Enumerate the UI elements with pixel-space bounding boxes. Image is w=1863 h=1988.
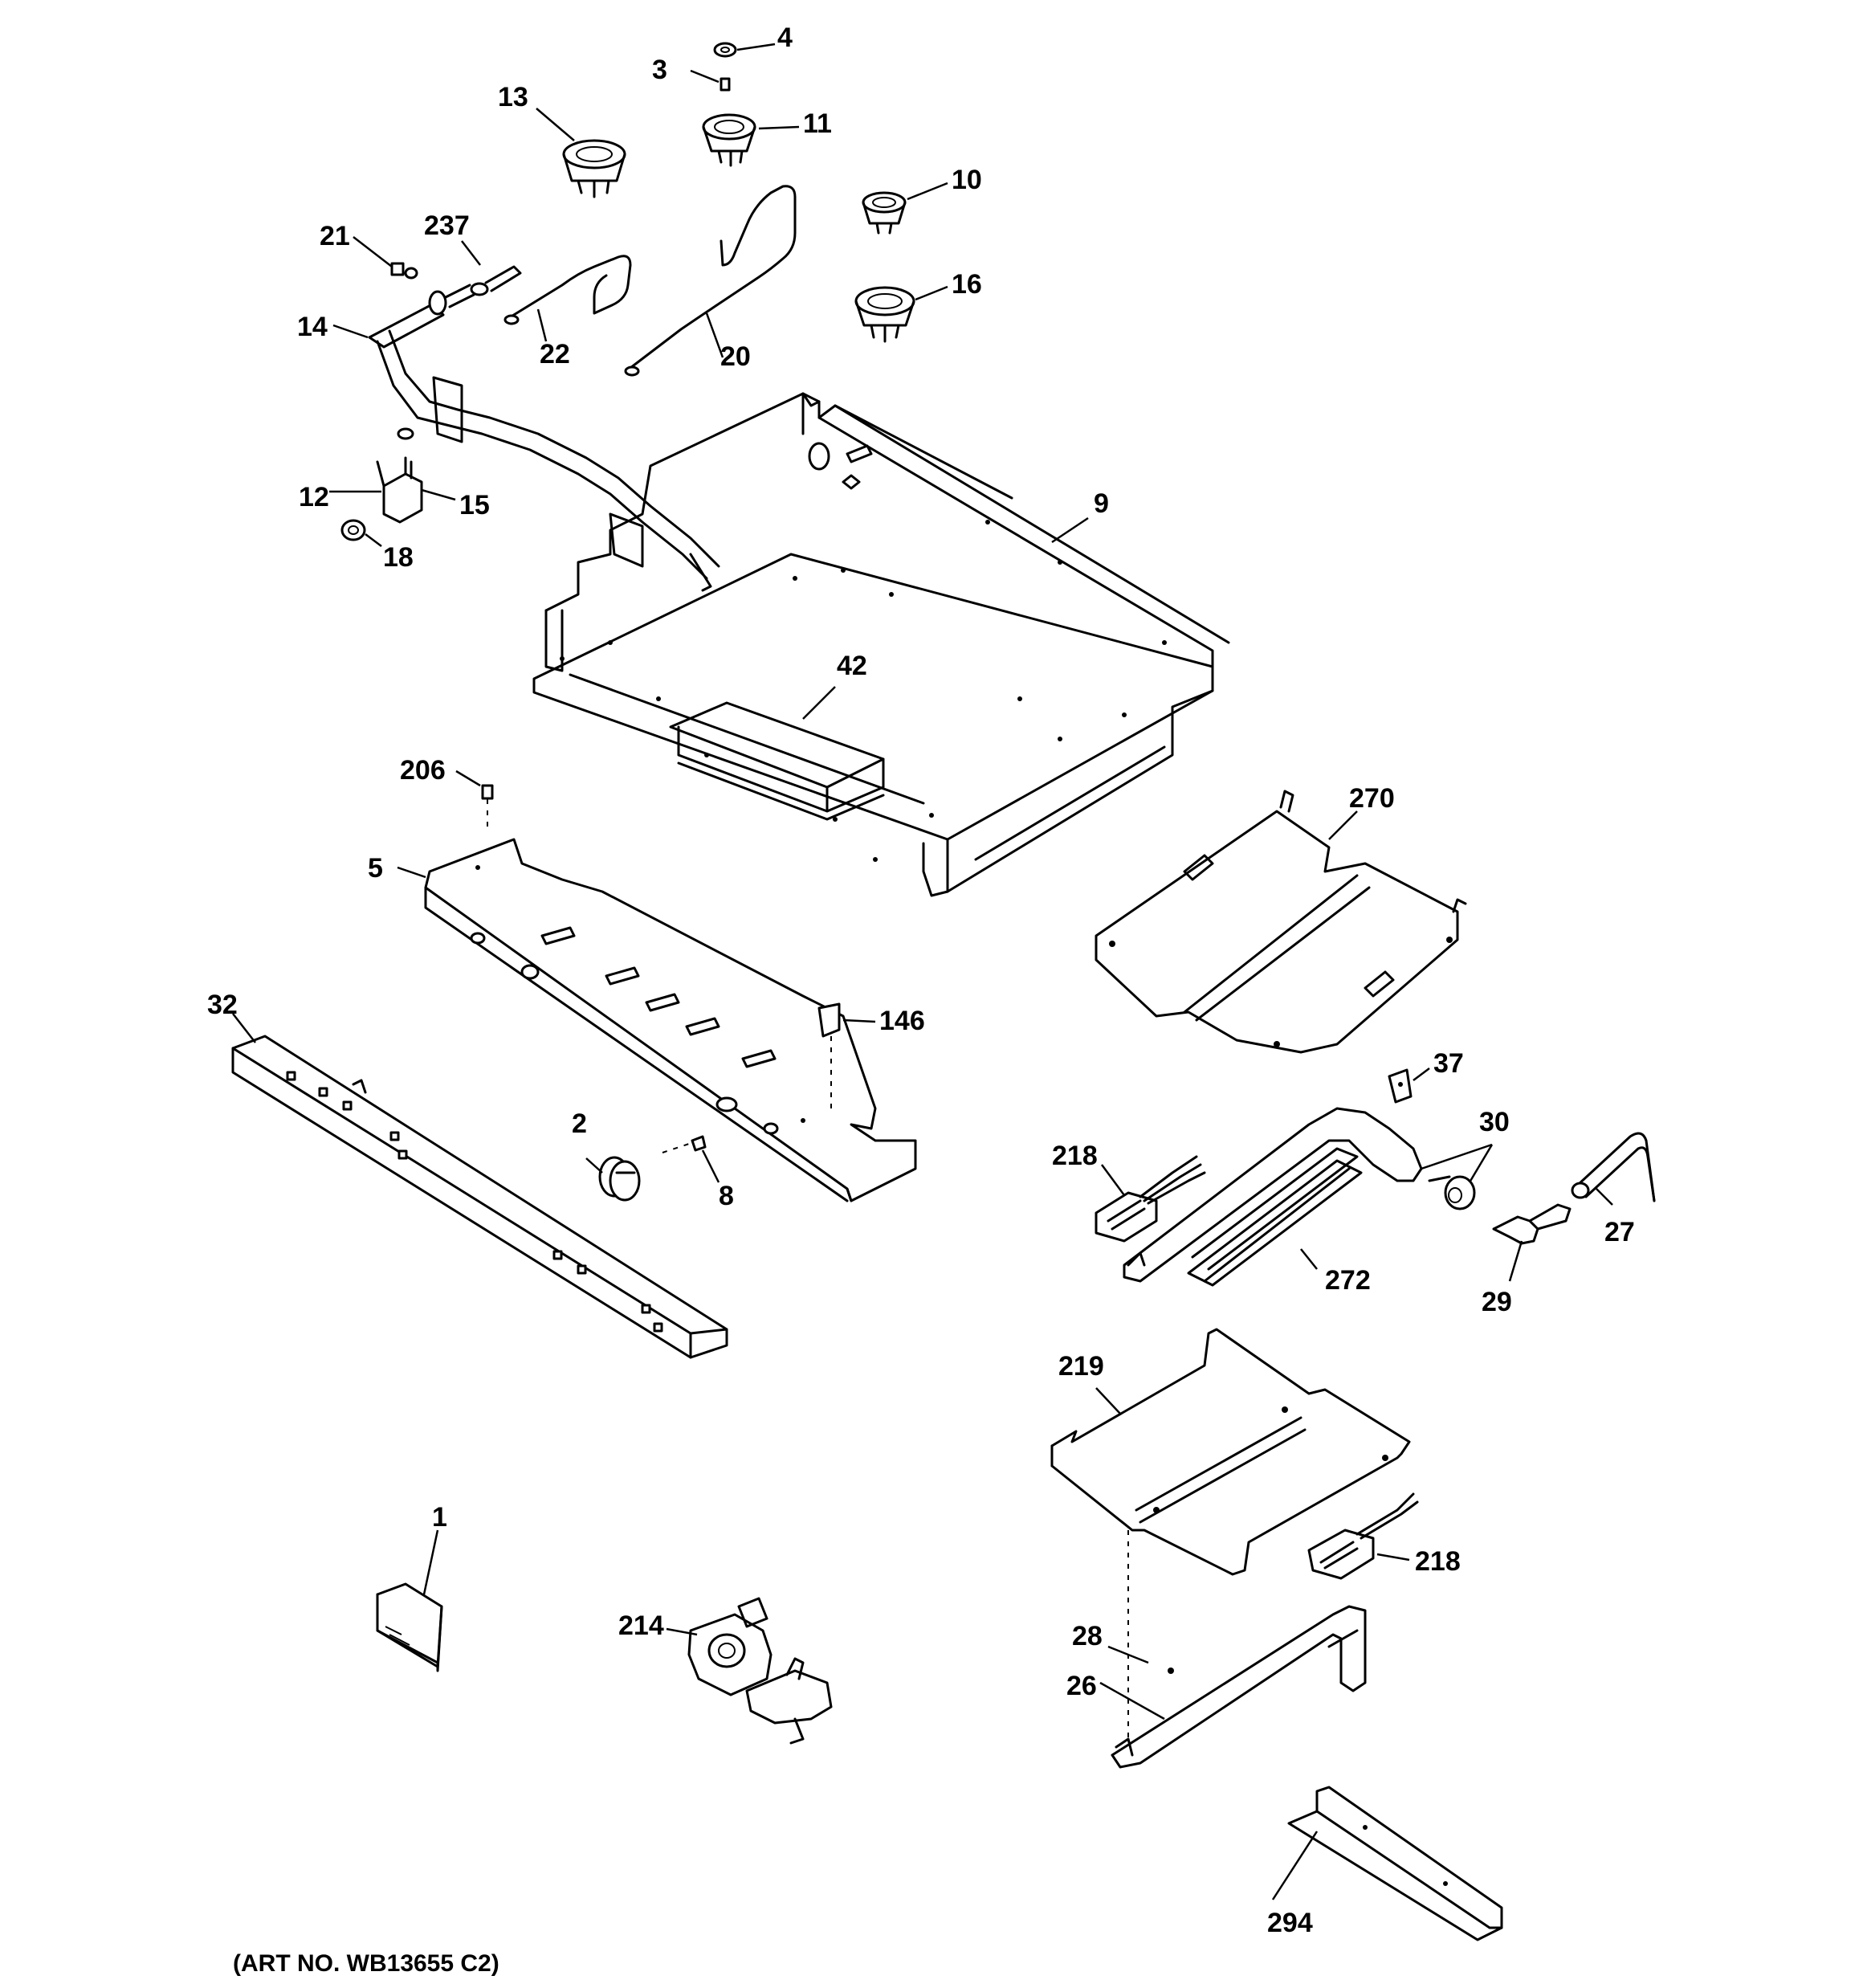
callout-32: 32 xyxy=(207,990,238,1020)
callout-13: 13 xyxy=(498,82,528,112)
callout-21: 21 xyxy=(320,221,350,251)
clip-146 xyxy=(817,1002,841,1038)
valve-bracket-12-15 xyxy=(376,427,423,524)
callout-16: 16 xyxy=(952,269,982,300)
callout-10: 10 xyxy=(952,165,982,195)
callout-3: 3 xyxy=(652,55,667,85)
callout-14: 14 xyxy=(297,312,328,342)
callout-270: 270 xyxy=(1349,783,1395,814)
screw-8 xyxy=(691,1135,707,1152)
callout-26: 26 xyxy=(1066,1671,1097,1701)
burner-box-holes xyxy=(560,520,1167,862)
tube-fitting xyxy=(503,314,520,325)
callout-4: 4 xyxy=(777,22,793,53)
igniter-218-bottom xyxy=(1307,1492,1419,1580)
callout-9: 9 xyxy=(1094,488,1109,519)
callout-5: 5 xyxy=(368,853,383,884)
oven-burner-assembly xyxy=(1123,1107,1476,1287)
shield-270 xyxy=(1095,790,1467,1054)
callout-22: 22 xyxy=(540,339,570,369)
callout-37: 37 xyxy=(1433,1048,1464,1079)
literature-1 xyxy=(376,1582,443,1672)
valve-214 xyxy=(687,1597,833,1745)
callout-1: 1 xyxy=(432,1502,447,1533)
nut-4 xyxy=(713,42,737,58)
callout-12: 12 xyxy=(299,482,329,512)
screw-206 xyxy=(481,784,494,800)
callout-18: 18 xyxy=(383,542,414,573)
callout-27: 27 xyxy=(1604,1217,1635,1247)
leader-lines xyxy=(232,43,1613,1900)
callout-218-top: 218 xyxy=(1052,1141,1098,1171)
callout-272: 272 xyxy=(1325,1265,1371,1296)
burner-13 xyxy=(562,139,626,198)
screw-21 xyxy=(390,262,405,276)
nut-18 xyxy=(340,519,366,541)
callout-42: 42 xyxy=(837,651,867,681)
callout-214: 214 xyxy=(618,1610,664,1641)
callout-206: 206 xyxy=(400,755,446,786)
manifold-14 xyxy=(368,265,720,592)
burner-10 xyxy=(862,191,907,235)
burner-16 xyxy=(854,286,915,343)
callout-237: 237 xyxy=(424,210,470,241)
callout-146: 146 xyxy=(879,1006,925,1036)
tube-20 xyxy=(629,185,797,369)
callout-219: 219 xyxy=(1058,1351,1104,1382)
callout-11: 11 xyxy=(803,108,832,139)
callout-8: 8 xyxy=(719,1181,734,1211)
pipe-27 xyxy=(1571,1132,1656,1202)
callout-294: 294 xyxy=(1267,1908,1313,1938)
callout-labels: 4 3 11 13 10 16 21 237 14 22 20 12 15 18… xyxy=(207,22,1635,1938)
knob-2 xyxy=(598,1156,641,1202)
tube-fitting xyxy=(624,365,640,377)
orifice-29 xyxy=(1492,1203,1572,1245)
burner-box-9 xyxy=(532,392,1230,897)
callout-29: 29 xyxy=(1482,1287,1512,1317)
manifold-panel-5 xyxy=(424,838,917,1202)
callout-218-bottom: 218 xyxy=(1415,1546,1461,1577)
bracket-294 xyxy=(1287,1786,1503,1941)
callout-15: 15 xyxy=(459,490,490,520)
igniter-218-top xyxy=(1095,1155,1206,1243)
callout-2: 2 xyxy=(572,1108,587,1139)
callout-20: 20 xyxy=(720,341,751,372)
screw-28 xyxy=(1168,1668,1174,1674)
tube-22 xyxy=(508,255,632,319)
callout-28: 28 xyxy=(1072,1621,1103,1651)
strip-32 xyxy=(231,1035,728,1359)
callout-30: 30 xyxy=(1479,1107,1510,1137)
broil-burner-26 xyxy=(1111,1605,1367,1769)
screw-3 xyxy=(720,77,731,92)
pan-219 xyxy=(1050,1328,1411,1576)
burner-11 xyxy=(702,113,756,167)
art-number: (ART NO. WB13655 C2) xyxy=(233,1950,499,1977)
